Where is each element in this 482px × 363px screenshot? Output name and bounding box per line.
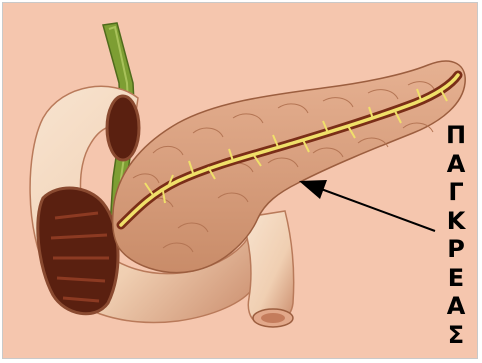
label-letter: Ε	[448, 264, 464, 293]
label-letter: Κ	[447, 207, 466, 236]
diagram-frame: Π Α Γ Κ Ρ Ε Α Σ	[2, 2, 478, 359]
duodenum-opening-top	[107, 96, 139, 160]
label-letter: Γ	[448, 178, 463, 207]
label-letter: Α	[447, 292, 466, 321]
pancreas-label: Π Α Γ Κ Ρ Ε Α Σ	[441, 121, 471, 349]
label-letter: Π	[446, 121, 466, 150]
pancreas-illustration	[3, 3, 478, 359]
duodenum-cut-end-lumen	[261, 313, 285, 323]
label-letter: Ρ	[447, 235, 465, 264]
label-letter: Α	[447, 150, 466, 179]
label-letter: Σ	[448, 321, 464, 350]
